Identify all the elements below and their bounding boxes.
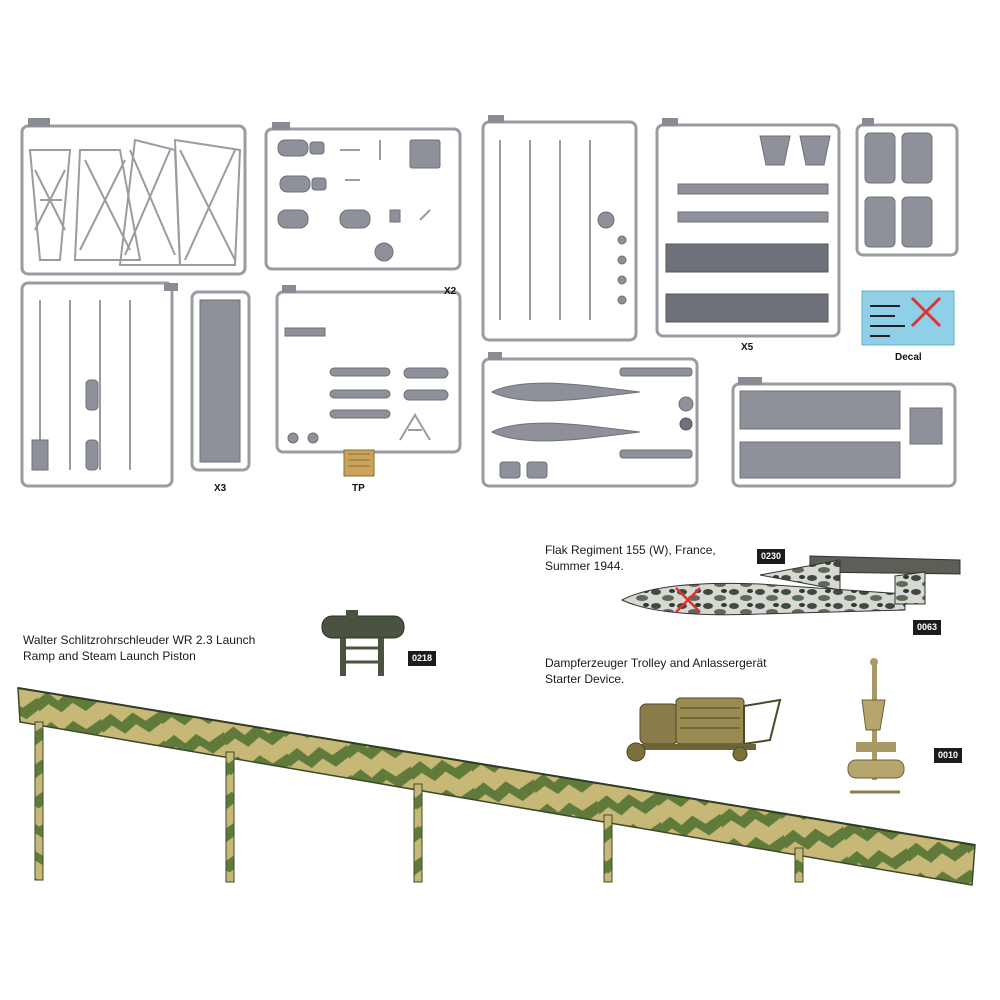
steam-piston-illustration bbox=[321, 610, 405, 676]
sprue-d bbox=[264, 122, 462, 271]
decal-sheet bbox=[861, 290, 955, 346]
anlassergeraet-starter-illustration bbox=[847, 658, 905, 794]
launch-ramp-illustration bbox=[17, 687, 976, 886]
flak-regiment-caption: Flak Regiment 155 (W), France, Summer 19… bbox=[545, 543, 716, 573]
photo-etch-fret bbox=[343, 449, 375, 477]
sprue-l bbox=[20, 281, 178, 488]
sprue-g bbox=[481, 352, 699, 488]
sprue-x5-count: X5 bbox=[741, 342, 754, 353]
sprue-k bbox=[731, 377, 957, 488]
v1-flying-bomb-illustration bbox=[620, 555, 961, 616]
sprue-x2-count: X2 bbox=[444, 286, 457, 297]
callout-0010: 0010 bbox=[934, 748, 963, 763]
trolley-caption: Dampferzeuger Trolley and Anlassergerät … bbox=[545, 656, 767, 686]
callout-0230: 0230 bbox=[757, 549, 786, 564]
sprue-m bbox=[20, 118, 247, 276]
sprue-j bbox=[655, 118, 841, 338]
sprue-x3 bbox=[190, 290, 251, 472]
callout-0063: 0063 bbox=[913, 620, 942, 635]
callout-0218: 0218 bbox=[408, 651, 437, 666]
sprue-n bbox=[275, 285, 462, 454]
ramp-caption: Walter Schlitzrohrschleuder WR 2.3 Launc… bbox=[23, 633, 256, 663]
decal-label: Decal bbox=[895, 352, 922, 363]
sprue-x3-count: X3 bbox=[214, 483, 227, 494]
sprue-a bbox=[481, 115, 638, 342]
photo-etch-label: TP bbox=[352, 483, 365, 494]
dampferzeuger-trolley-illustration bbox=[626, 697, 782, 762]
sprue-f bbox=[855, 118, 959, 257]
